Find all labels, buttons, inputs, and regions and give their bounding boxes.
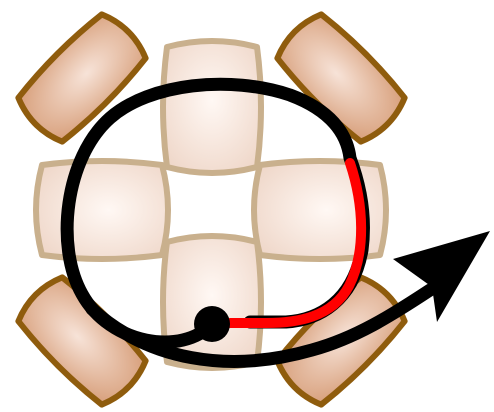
diagonal-tile-bottom-left: [15, 274, 149, 408]
start-dot-icon: [194, 306, 230, 342]
axial-tile-left: [33, 158, 171, 262]
diagonal-tile-top-left: [15, 11, 149, 145]
red-highlight-segment: [225, 158, 367, 328]
exit-curve-path: [85, 283, 437, 368]
arrowhead-icon: [393, 231, 490, 322]
axial-tile-top: [160, 38, 264, 176]
